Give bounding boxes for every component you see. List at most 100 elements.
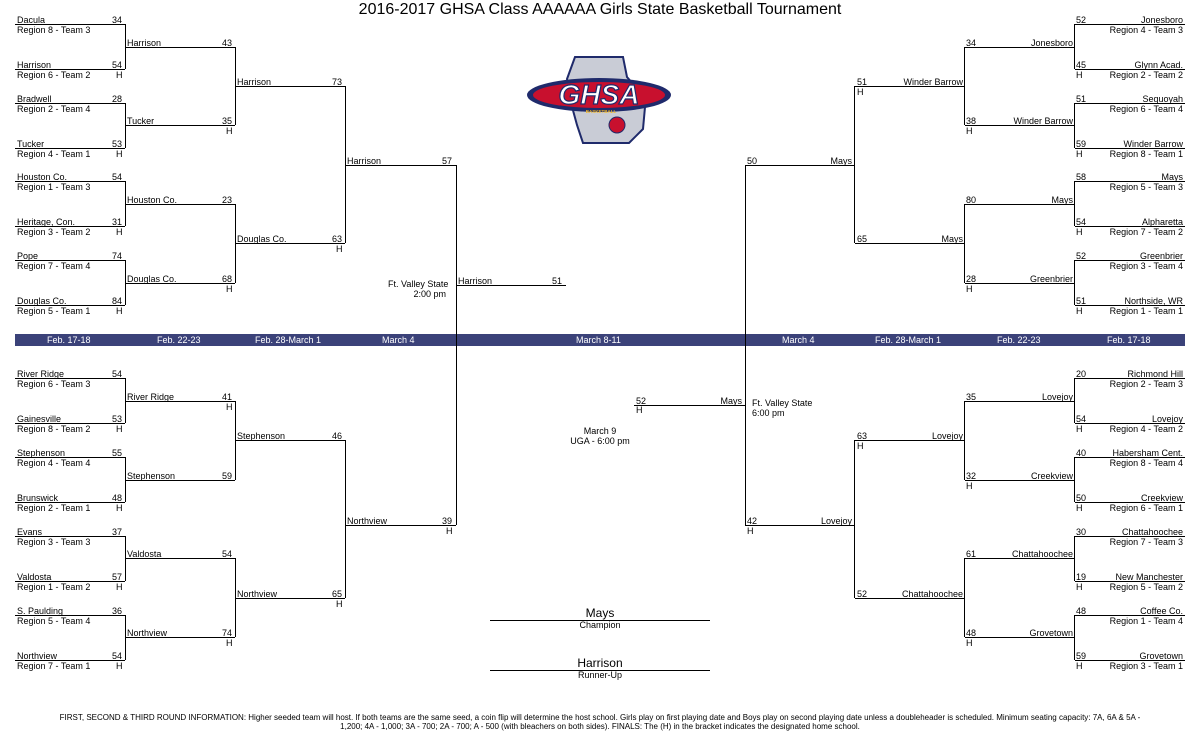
semi-right-team: Mays bbox=[720, 396, 742, 406]
r2-line bbox=[965, 204, 1075, 205]
r2-score: 23 bbox=[221, 195, 232, 205]
r1-seed: Region 7 - Team 4 bbox=[17, 261, 91, 271]
r1-team: Glynn Acad. bbox=[1134, 60, 1183, 70]
r3-score: 73 bbox=[331, 77, 342, 87]
runner-up-name: Harrison bbox=[577, 656, 623, 670]
r1-seed: Region 6 - Team 1 bbox=[1109, 503, 1183, 513]
r1-score: 74 bbox=[111, 251, 122, 261]
r1-host: H bbox=[1076, 149, 1083, 159]
r4-team: Mays bbox=[830, 156, 852, 166]
r1-line bbox=[1075, 181, 1185, 182]
r1-seed: Region 2 - Team 2 bbox=[1109, 70, 1183, 80]
r2-team: Tucker bbox=[127, 116, 155, 126]
r3-team: Chattahoochee bbox=[901, 589, 963, 599]
r2-line bbox=[125, 637, 235, 638]
r1-line bbox=[1075, 457, 1185, 458]
r2-connector bbox=[235, 558, 236, 637]
r1-team: Lovejoy bbox=[1151, 414, 1183, 424]
r1-seed: Region 5 - Team 4 bbox=[17, 616, 91, 626]
r1-host: H bbox=[1076, 306, 1083, 316]
r1-seed: Region 8 - Team 4 bbox=[1109, 458, 1183, 468]
r1-host: H bbox=[116, 227, 123, 237]
r4-team: Lovejoy bbox=[820, 516, 852, 526]
r1-line bbox=[15, 24, 125, 25]
r1-score: 20 bbox=[1076, 369, 1087, 379]
r1-line bbox=[1075, 226, 1185, 227]
r1-seed: Region 3 - Team 2 bbox=[17, 227, 91, 237]
r1-seed: Region 7 - Team 3 bbox=[1109, 537, 1183, 547]
r3-host: H bbox=[336, 244, 343, 254]
ghsa-logo: GHSA BASKETBALL bbox=[527, 55, 672, 152]
r1-seed: Region 2 - Team 1 bbox=[17, 503, 91, 513]
r1-seed: Region 4 - Team 4 bbox=[17, 458, 91, 468]
r1-connector bbox=[125, 260, 126, 305]
r2-line bbox=[125, 125, 235, 126]
r1-seed: Region 5 - Team 2 bbox=[1109, 582, 1183, 592]
r1-line bbox=[15, 148, 125, 149]
r1-score: 53 bbox=[111, 414, 122, 424]
r2-team: Harrison bbox=[127, 38, 162, 48]
r3-team: Northview bbox=[237, 589, 278, 599]
r1-team: Pope bbox=[17, 251, 39, 261]
final-site: UGA - 6:00 pm bbox=[570, 436, 630, 446]
date-right-r2: Feb. 22-23 bbox=[997, 335, 1041, 345]
date-left-r4: March 4 bbox=[382, 335, 415, 345]
r3-line bbox=[235, 86, 345, 87]
r1-score: 37 bbox=[111, 527, 122, 537]
r1-score: 34 bbox=[111, 15, 122, 25]
r2-score: 68 bbox=[221, 274, 232, 284]
r2-score: 35 bbox=[966, 392, 977, 402]
r1-line bbox=[15, 502, 125, 503]
semi-left-score: 51 bbox=[552, 276, 563, 286]
r4-score: 57 bbox=[441, 156, 452, 166]
r1-connector bbox=[1074, 457, 1075, 502]
r2-line bbox=[965, 637, 1075, 638]
r3-host: H bbox=[857, 441, 864, 451]
r1-host: H bbox=[1076, 70, 1083, 80]
r4-score: 50 bbox=[747, 156, 758, 166]
r2-score: 38 bbox=[966, 116, 977, 126]
final-date: March 9 bbox=[583, 426, 617, 436]
r2-line bbox=[125, 204, 235, 205]
r2-line bbox=[125, 480, 235, 481]
r1-line bbox=[15, 378, 125, 379]
r1-team: New Manchester bbox=[1115, 572, 1183, 582]
semi-left-team: Harrison bbox=[458, 276, 493, 286]
champion-name: Mays bbox=[585, 606, 615, 620]
r1-seed: Region 8 - Team 3 bbox=[17, 25, 91, 35]
r3-score: 63 bbox=[331, 234, 342, 244]
r4-line bbox=[345, 525, 456, 526]
r1-team: River Ridge bbox=[17, 369, 65, 379]
r1-score: 19 bbox=[1076, 572, 1087, 582]
r1-score: 84 bbox=[111, 296, 122, 306]
r1-team: Harrison bbox=[17, 60, 52, 70]
r3-score: 46 bbox=[331, 431, 342, 441]
r1-host: H bbox=[116, 306, 123, 316]
r1-connector bbox=[1074, 260, 1075, 305]
r1-score: 51 bbox=[1076, 94, 1087, 104]
r1-team: Sequoyah bbox=[1142, 94, 1183, 104]
r1-seed: Region 1 - Team 1 bbox=[1109, 306, 1183, 316]
r1-score: 59 bbox=[1076, 651, 1087, 661]
champion-line bbox=[490, 620, 710, 621]
r2-score: 41 bbox=[221, 392, 232, 402]
r1-connector bbox=[1074, 378, 1075, 423]
r1-seed: Region 5 - Team 3 bbox=[1109, 182, 1183, 192]
r1-host: H bbox=[116, 582, 123, 592]
r1-line bbox=[15, 457, 125, 458]
r2-line bbox=[125, 401, 235, 402]
r1-seed: Region 8 - Team 1 bbox=[1109, 149, 1183, 159]
r1-seed: Region 3 - Team 3 bbox=[17, 537, 91, 547]
r1-score: 52 bbox=[1076, 15, 1087, 25]
semi-left-site: Ft. Valley State bbox=[388, 279, 449, 289]
r1-line bbox=[15, 581, 125, 582]
r4-score: 39 bbox=[441, 516, 452, 526]
r2-score: 80 bbox=[966, 195, 977, 205]
r1-team: Valdosta bbox=[17, 572, 52, 582]
r1-line bbox=[15, 181, 125, 182]
r1-connector bbox=[125, 378, 126, 423]
r2-team: Winder Barrow bbox=[1013, 116, 1073, 126]
r1-team: Grovetown bbox=[1139, 651, 1183, 661]
r1-seed: Region 4 - Team 3 bbox=[1109, 25, 1183, 35]
r2-score: 48 bbox=[966, 628, 977, 638]
